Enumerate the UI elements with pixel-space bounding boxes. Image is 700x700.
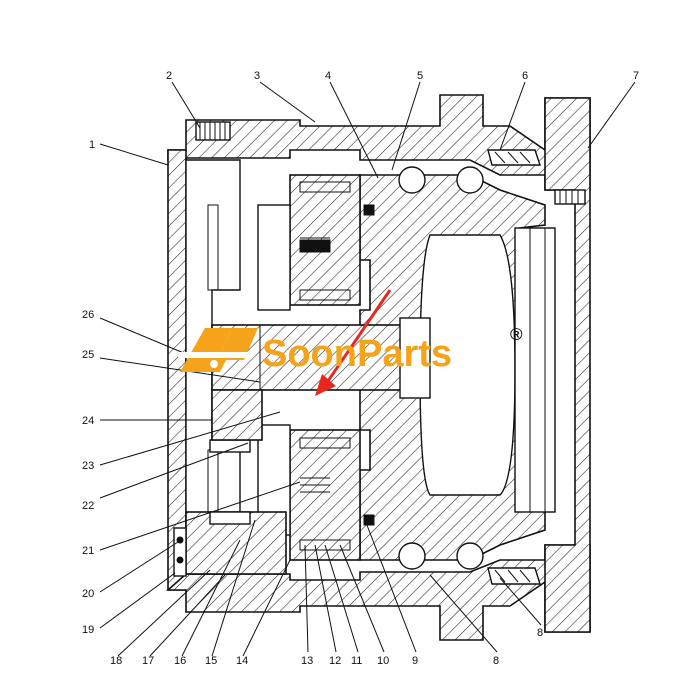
callout-8-bottom: 8 [493, 655, 499, 667]
soonparts-watermark: SoonParts ® [178, 325, 523, 375]
watermark-brand: SoonParts [262, 333, 452, 375]
upper-main-bearings [398, 166, 484, 194]
callout-22: 22 [82, 500, 94, 512]
leader-lines [99, 81, 636, 657]
callout-9: 9 [412, 655, 418, 667]
callout-26: 26 [82, 309, 94, 321]
callout-3: 3 [254, 70, 260, 82]
callout-18: 18 [110, 655, 122, 667]
highlight-arrow [315, 289, 392, 396]
housing-outer-case [165, 94, 591, 641]
callout-2: 2 [166, 70, 172, 82]
lower-main-bearings [398, 542, 484, 570]
hub-bolt [554, 189, 586, 205]
callout-21: 21 [82, 545, 94, 557]
callout-16: 16 [174, 655, 186, 667]
o-rings [363, 204, 375, 526]
callout-labels: 2 3 4 5 6 7 1 26 25 24 23 22 21 20 19 18… [82, 70, 639, 667]
callout-11: 11 [351, 655, 362, 667]
callout-25: 25 [82, 349, 94, 361]
callout-23: 23 [82, 460, 94, 472]
callout-15: 15 [205, 655, 217, 667]
hub-bore [419, 227, 556, 513]
upper-planet-gear [257, 174, 361, 311]
callout-5: 5 [417, 70, 423, 82]
lower-pin-spring [300, 477, 330, 493]
lower-ring-gear-segment [185, 389, 287, 575]
callout-6: 6 [522, 70, 528, 82]
upper-floating-seal [487, 149, 541, 166]
callout-24: 24 [82, 415, 94, 427]
callout-7: 7 [633, 70, 639, 82]
watermark-registered-mark: ® [510, 325, 523, 344]
callout-17: 17 [142, 655, 154, 667]
callout-13: 13 [301, 655, 313, 667]
lower-floating-seal [487, 567, 541, 585]
soonparts-logo-mark [178, 328, 258, 372]
retaining-snap-ring [173, 527, 187, 577]
callout-12: 12 [329, 655, 341, 667]
callout-14: 14 [236, 655, 248, 667]
lower-planet-gear [257, 424, 361, 561]
callout-19: 19 [82, 624, 94, 636]
callout-20: 20 [82, 588, 94, 600]
callout-1: 1 [89, 139, 95, 151]
upper-pin-spring [299, 237, 331, 253]
cover-bolt [195, 121, 231, 141]
callout-4: 4 [325, 70, 331, 82]
callout-10: 10 [377, 655, 389, 667]
callout-8-right: 8 [537, 627, 543, 639]
